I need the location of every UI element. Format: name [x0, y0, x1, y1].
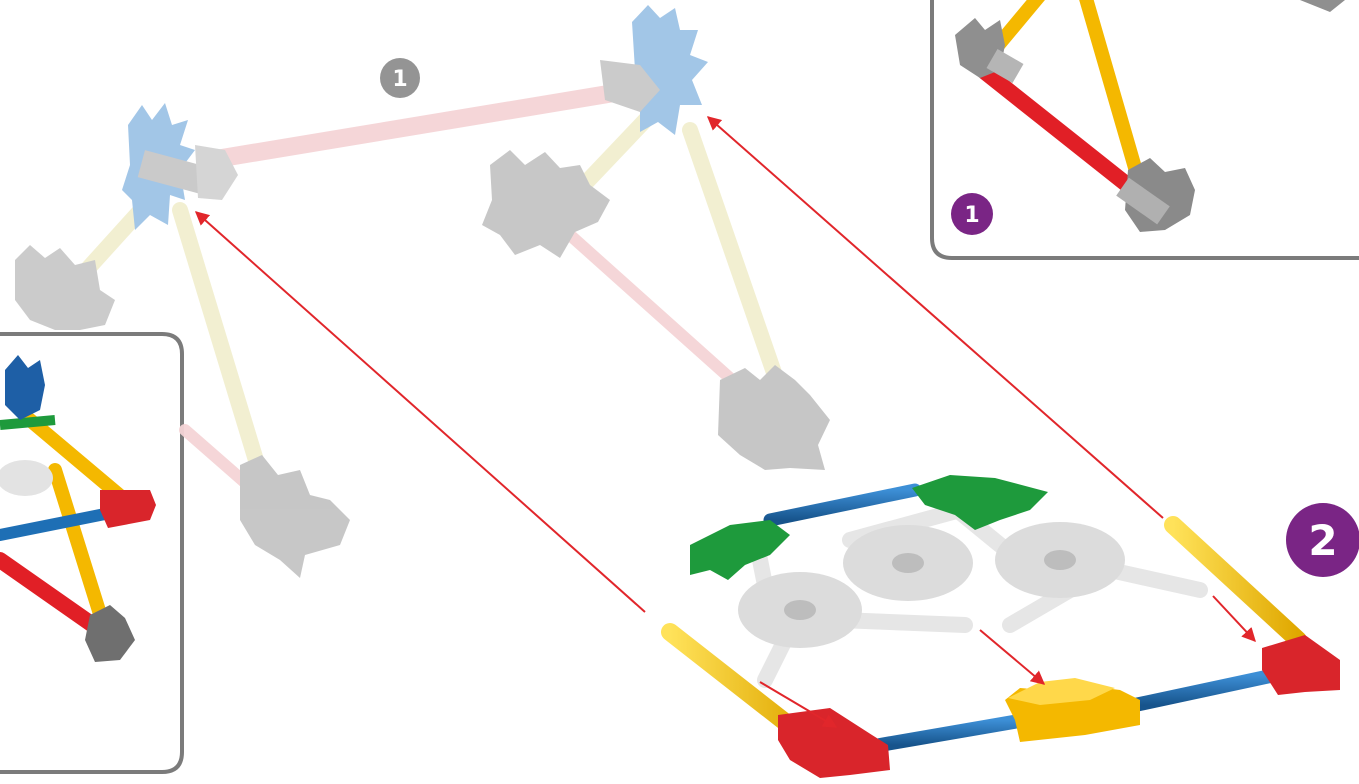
arrow-icon: [979, 629, 1046, 685]
arrow-icon: [194, 211, 646, 613]
gear-connector-icon: [600, 5, 708, 135]
gear-connector-icon: [15, 245, 115, 330]
gear-connector-icon: [718, 365, 830, 470]
gear-connector-icon: [85, 605, 135, 662]
arrow-icon: [706, 116, 1164, 519]
step-1-badge: 1: [951, 193, 993, 235]
inset-left-partial: [0, 332, 184, 774]
svg-text:1: 1: [964, 203, 979, 228]
green-connector: [690, 520, 790, 580]
arrow-icon: [1212, 595, 1256, 643]
arrow-icon: [759, 681, 838, 728]
gear-connector-icon: [995, 522, 1125, 598]
ghost-structure: 1: [15, 5, 830, 578]
svg-text:1: 1: [392, 67, 407, 92]
gear-connector-icon: [1116, 158, 1195, 232]
gear-connector-icon: [843, 525, 973, 601]
red-connector: [1262, 635, 1340, 695]
gear-connector-icon: [240, 455, 350, 578]
green-connector: [912, 475, 1048, 530]
base-frame: [661, 475, 1340, 778]
gear-connector-icon: [122, 103, 238, 230]
gear-connector-icon: [738, 572, 862, 648]
gear-connector-icon: [5, 355, 45, 420]
yellow-connector: [1005, 678, 1140, 742]
step-2-badge: 2: [1286, 503, 1359, 577]
red-connector: [100, 490, 156, 528]
svg-text:2: 2: [1308, 516, 1337, 565]
red-connector: [778, 708, 890, 778]
gear-connector-icon: [482, 150, 610, 258]
gear-connector-icon: [0, 460, 53, 496]
ghost-step-1-badge: 1: [380, 58, 420, 98]
gear-connector-icon: [955, 18, 1024, 84]
inset-step-1-top-right: 1: [930, 0, 1359, 260]
guide-arrows: [194, 116, 1256, 728]
